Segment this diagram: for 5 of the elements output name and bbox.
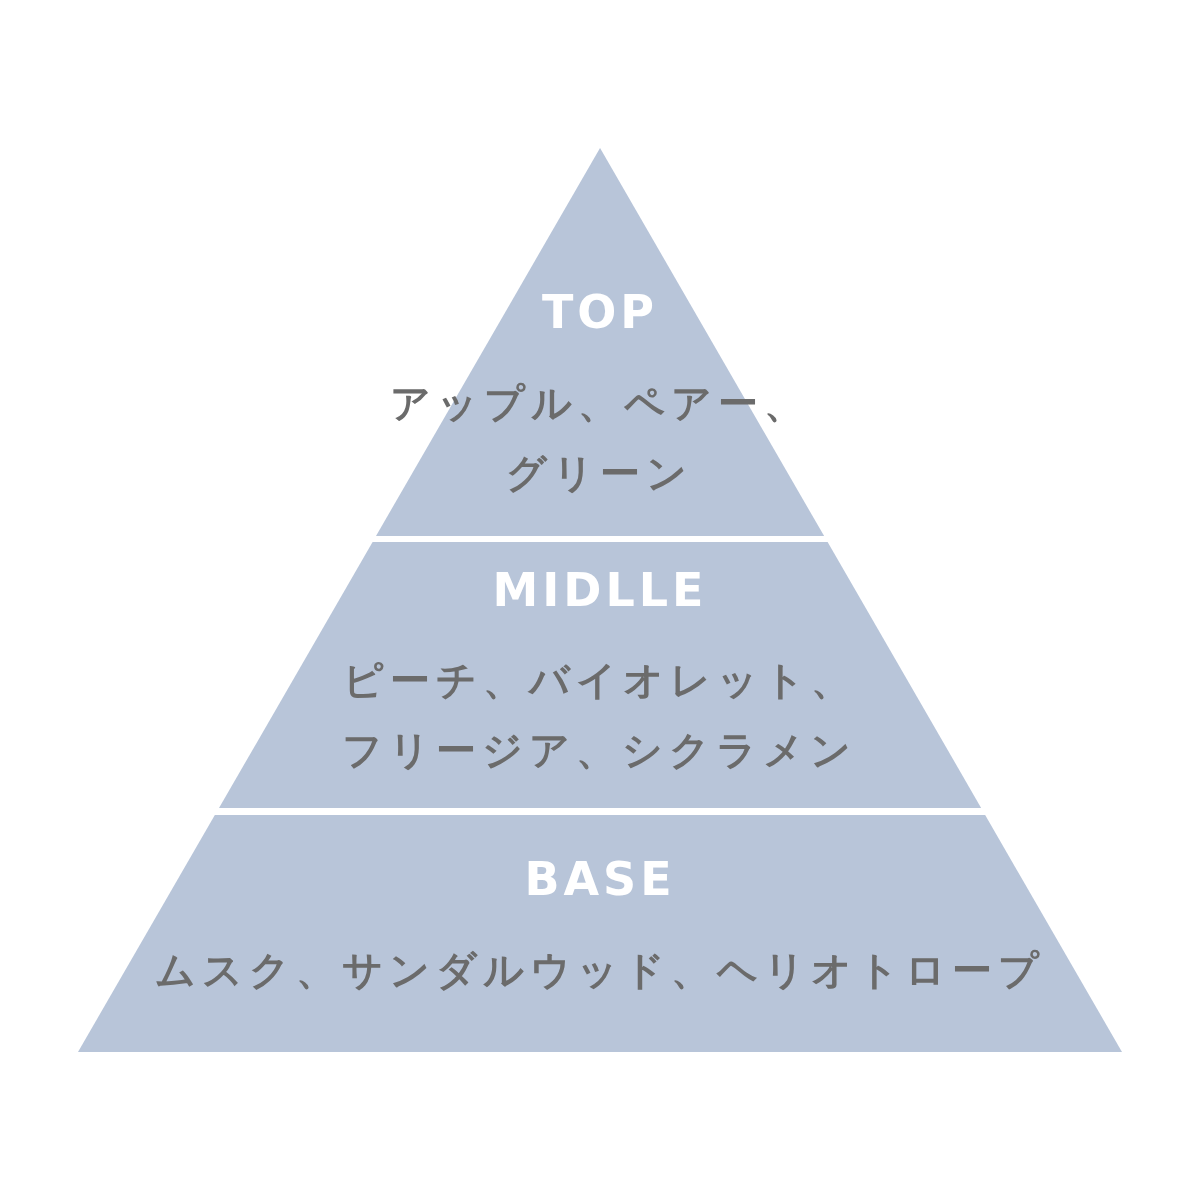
band-heading: BASE <box>523 852 677 906</box>
band-text: ムスク、サンダルウッド、ヘリオトロープ <box>154 946 1046 995</box>
band-heading: TOP <box>540 285 660 339</box>
band-heading: MIDLLE <box>491 563 709 617</box>
band-text: ピーチ、バイオレット、フリージア、シクラメン <box>341 656 859 775</box>
